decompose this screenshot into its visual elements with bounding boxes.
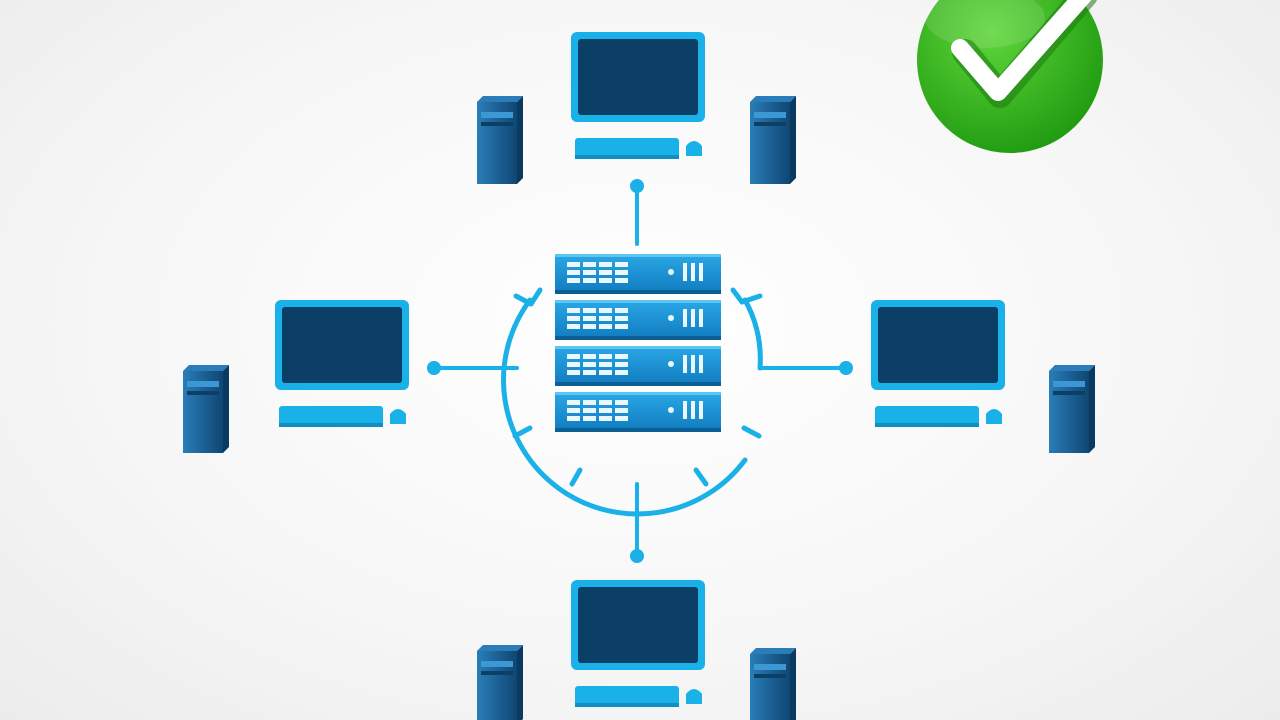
workstation-bottom	[477, 580, 796, 720]
endpoint-left	[427, 361, 441, 375]
server-led	[668, 315, 674, 321]
endpoint-top	[630, 179, 644, 193]
server-unit	[555, 254, 721, 294]
server-rack-icon	[555, 254, 721, 432]
server-unit	[555, 346, 721, 386]
server-ring	[501, 287, 763, 517]
monitor-screen	[578, 587, 698, 663]
workstation-top	[477, 32, 796, 184]
keyboard	[575, 686, 679, 706]
mouse	[390, 409, 406, 424]
checkmark-icon	[917, 0, 1103, 153]
server-unit	[555, 392, 721, 432]
monitor-screen	[578, 39, 698, 115]
mouse	[686, 141, 702, 156]
monitor-screen	[282, 307, 402, 383]
server-led	[668, 407, 674, 413]
workstation-left	[183, 300, 409, 453]
server-led	[668, 361, 674, 367]
mouse	[686, 689, 702, 704]
pc-tower	[750, 654, 790, 720]
connection-lines	[432, 184, 848, 558]
server-unit	[555, 300, 721, 340]
link-endpoints	[427, 179, 853, 563]
endpoint-bottom	[630, 549, 644, 563]
keyboard	[875, 406, 979, 426]
keyboard	[575, 138, 679, 158]
mouse	[986, 409, 1002, 424]
server-led	[668, 269, 674, 275]
keyboard	[279, 406, 383, 426]
endpoint-right	[839, 361, 853, 375]
monitor-screen	[878, 307, 998, 383]
workstation-right	[871, 300, 1095, 453]
